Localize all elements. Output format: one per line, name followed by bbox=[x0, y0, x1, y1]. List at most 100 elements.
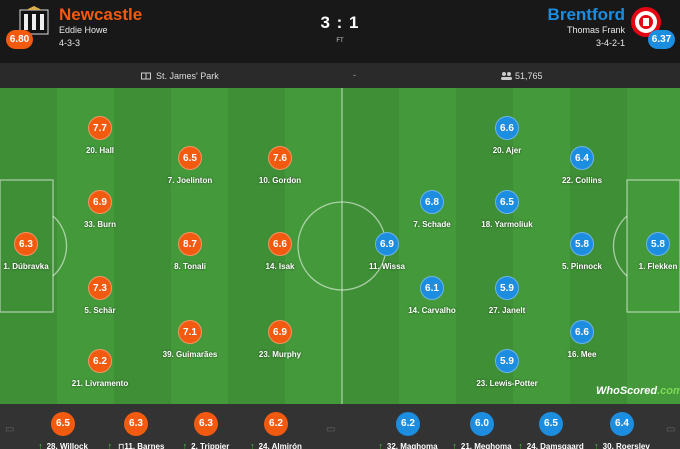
player-name[interactable]: 7. Schade bbox=[413, 220, 451, 229]
sub-name: Trippier bbox=[200, 442, 230, 449]
away-team-name[interactable]: Brentford bbox=[547, 5, 625, 24]
away-player[interactable]: 6.6 16. Mee bbox=[532, 320, 632, 359]
player-name[interactable]: 23. Murphy bbox=[258, 350, 302, 359]
home-team-name[interactable]: Newcastle bbox=[59, 5, 143, 24]
home-substitute[interactable]: 6.3↑2. Trippier bbox=[156, 412, 256, 449]
player-name-text: Collins bbox=[575, 176, 603, 185]
sub-rating-badge[interactable]: 6.5 bbox=[539, 412, 563, 436]
away-player[interactable]: 5.9 27. Janelt bbox=[457, 276, 557, 315]
home-player[interactable]: 7.3 5. Schär bbox=[50, 276, 150, 315]
player-rating-badge[interactable]: 6.2 bbox=[88, 349, 112, 373]
home-substitute[interactable]: 6.5↑28. Willock bbox=[13, 412, 113, 449]
player-rating-badge[interactable]: 7.6 bbox=[268, 146, 292, 170]
home-substitute[interactable]: 6.2↑24. Almirón bbox=[226, 412, 326, 449]
away-player[interactable]: 6.9 11. Wissa bbox=[337, 232, 437, 271]
player-rating-badge[interactable]: 6.6 bbox=[570, 320, 594, 344]
player-name[interactable]: 8. Tonali bbox=[174, 262, 206, 271]
away-player[interactable]: 5.9 23. Lewis-Potter bbox=[457, 349, 557, 388]
away-player[interactable]: 6.6 20. Ajer bbox=[457, 116, 557, 155]
sub-rating-badge[interactable]: 6.2 bbox=[264, 412, 288, 436]
sub-on-arrow-icon: ↑ bbox=[38, 441, 43, 449]
sub-rating-badge[interactable]: 6.0 bbox=[470, 412, 494, 436]
player-name[interactable]: 39. Guimarães bbox=[162, 350, 218, 359]
home-player[interactable]: 6.9 23. Murphy bbox=[230, 320, 330, 359]
player-rating-badge[interactable]: 5.9 bbox=[495, 349, 519, 373]
player-rating-badge[interactable]: 6.5 bbox=[178, 146, 202, 170]
sub-rating-badge[interactable]: 6.5 bbox=[51, 412, 75, 436]
player-name[interactable]: 14. Isak bbox=[265, 262, 295, 271]
away-substitute[interactable]: 6.0↑21. Meghoma bbox=[432, 412, 532, 449]
away-player[interactable]: 6.4 22. Collins bbox=[532, 146, 632, 185]
sub-rating-badge[interactable]: 6.4 bbox=[610, 412, 634, 436]
player-name[interactable]: 1. Flekken bbox=[638, 262, 678, 271]
player-name[interactable]: 16. Mee bbox=[567, 350, 597, 359]
home-player[interactable]: 6.9 33. Burn bbox=[50, 190, 150, 229]
player-rating-badge[interactable]: 7.3 bbox=[88, 276, 112, 300]
player-rating-badge[interactable]: 6.6 bbox=[268, 232, 292, 256]
home-player[interactable]: 7.7 20. Hall bbox=[50, 116, 150, 155]
home-player[interactable]: 6.6 14. Isak bbox=[230, 232, 330, 271]
player-number: 5 bbox=[561, 262, 567, 271]
player-name[interactable]: 20. Hall bbox=[85, 146, 115, 155]
player-rating-badge[interactable]: 6.5 bbox=[495, 190, 519, 214]
player-rating-badge[interactable]: 8.7 bbox=[178, 232, 202, 256]
bench-icon: ▭ bbox=[5, 424, 15, 435]
away-substitute[interactable]: 6.5↑24. Damsgaard bbox=[501, 412, 601, 449]
away-player[interactable]: 5.8 5. Pinnock bbox=[532, 232, 632, 271]
player-name[interactable]: 5. Pinnock bbox=[561, 262, 603, 271]
player-rating-badge[interactable]: 6.1 bbox=[420, 276, 444, 300]
player-name[interactable]: 1. Dúbravka bbox=[3, 262, 49, 271]
player-name-text: Tonali bbox=[182, 262, 206, 271]
player-name[interactable]: 14. Carvalho bbox=[408, 306, 456, 315]
player-rating-badge[interactable]: 7.1 bbox=[178, 320, 202, 344]
home-player[interactable]: 8.7 8. Tonali bbox=[140, 232, 240, 271]
home-player[interactable]: 6.5 7. Joelinton bbox=[140, 146, 240, 185]
away-substitute[interactable]: 6.2↑32. Maghoma bbox=[358, 412, 458, 449]
player-rating-badge[interactable]: 5.8 bbox=[646, 232, 670, 256]
away-player[interactable]: 6.8 7. Schade bbox=[382, 190, 482, 229]
player-rating-badge[interactable]: 6.9 bbox=[268, 320, 292, 344]
player-name[interactable]: 7. Joelinton bbox=[167, 176, 213, 185]
player-rating-badge[interactable]: 6.3 bbox=[14, 232, 38, 256]
player-name-text: Janelt bbox=[502, 306, 526, 315]
player-name[interactable]: 11. Wissa bbox=[369, 262, 405, 271]
player-name[interactable]: 10. Gordon bbox=[258, 176, 302, 185]
player-name[interactable]: 18. Yarmoliuk bbox=[481, 220, 533, 229]
away-substitute[interactable]: 6.4↑30. Roerslev bbox=[572, 412, 672, 449]
home-substitute[interactable]: 6.3↑⊓11. Barnes bbox=[86, 412, 186, 449]
player-name[interactable]: 22. Collins bbox=[561, 176, 603, 185]
away-player[interactable]: 5.8 1. Flekken bbox=[608, 232, 680, 271]
attendance-icon bbox=[501, 72, 512, 80]
sub-rating-badge[interactable]: 6.3 bbox=[194, 412, 218, 436]
home-player[interactable]: 7.1 39. Guimarães bbox=[140, 320, 240, 359]
away-player[interactable]: 6.5 18. Yarmoliuk bbox=[457, 190, 557, 229]
player-number: 7 bbox=[413, 220, 418, 229]
player-rating-badge[interactable]: 6.8 bbox=[420, 190, 444, 214]
player-name[interactable]: 27. Janelt bbox=[488, 306, 526, 315]
player-name[interactable]: 33. Burn bbox=[83, 220, 117, 229]
player-rating-badge[interactable]: 6.9 bbox=[88, 190, 112, 214]
bench-icon-away: ▭ bbox=[666, 424, 676, 435]
player-rating-badge[interactable]: 6.4 bbox=[570, 146, 594, 170]
stadium-name: St. James' Park bbox=[156, 71, 219, 81]
sub-rating-badge[interactable]: 6.2 bbox=[396, 412, 420, 436]
player-name[interactable]: 20. Ajer bbox=[492, 146, 522, 155]
home-player[interactable]: 7.6 10. Gordon bbox=[230, 146, 330, 185]
player-rating-badge[interactable]: 6.9 bbox=[375, 232, 399, 256]
brentford-crest-icon[interactable] bbox=[630, 6, 662, 38]
logo-suffix: .com bbox=[657, 385, 680, 397]
home-player[interactable]: 6.3 1. Dúbravka bbox=[0, 232, 76, 271]
sub-number: 2 bbox=[191, 442, 196, 449]
player-number: 22 bbox=[561, 176, 571, 185]
player-rating-badge[interactable]: 6.6 bbox=[495, 116, 519, 140]
player-number: 18 bbox=[481, 220, 491, 229]
player-rating-badge[interactable]: 5.9 bbox=[495, 276, 519, 300]
away-player[interactable]: 6.1 14. Carvalho bbox=[382, 276, 482, 315]
player-name[interactable]: 21. Livramento bbox=[71, 379, 129, 388]
player-rating-badge[interactable]: 7.7 bbox=[88, 116, 112, 140]
player-name[interactable]: 5. Schär bbox=[84, 306, 116, 315]
home-player[interactable]: 6.2 21. Livramento bbox=[50, 349, 150, 388]
player-rating-badge[interactable]: 5.8 bbox=[570, 232, 594, 256]
player-name[interactable]: 23. Lewis-Potter bbox=[476, 379, 538, 388]
sub-rating-badge[interactable]: 6.3 bbox=[124, 412, 148, 436]
